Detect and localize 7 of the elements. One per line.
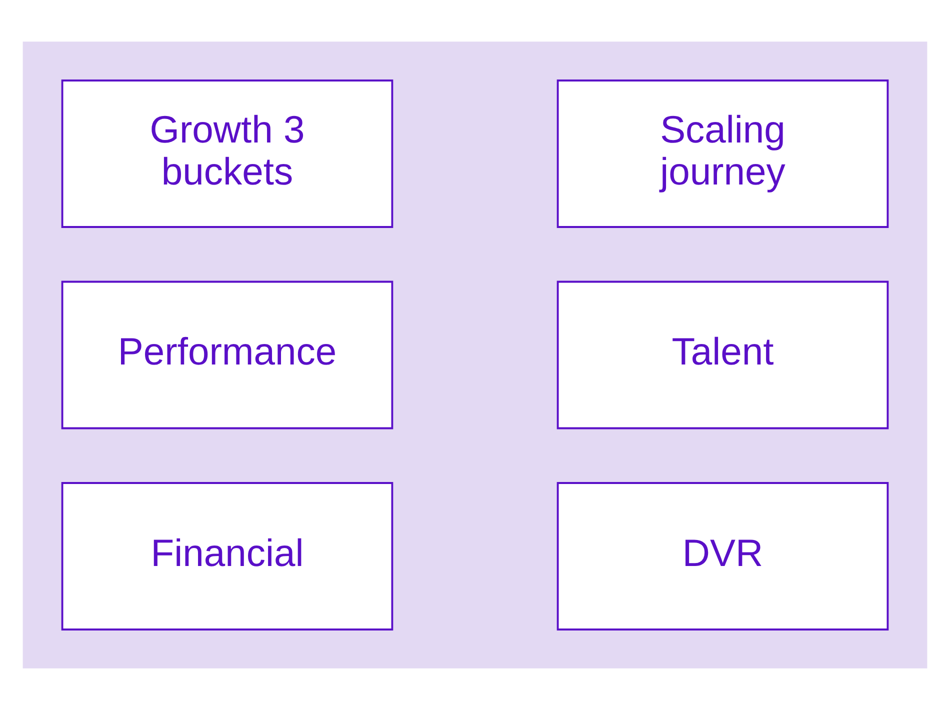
node-box: Performance (61, 280, 394, 430)
node-box: Financial (61, 482, 394, 630)
node-box: Scaling journey (556, 80, 889, 228)
node-box: Growth 3 buckets (61, 80, 394, 228)
node-box: DVR (556, 482, 889, 630)
cluster (22, 42, 928, 668)
node-box: Talent (556, 280, 889, 430)
